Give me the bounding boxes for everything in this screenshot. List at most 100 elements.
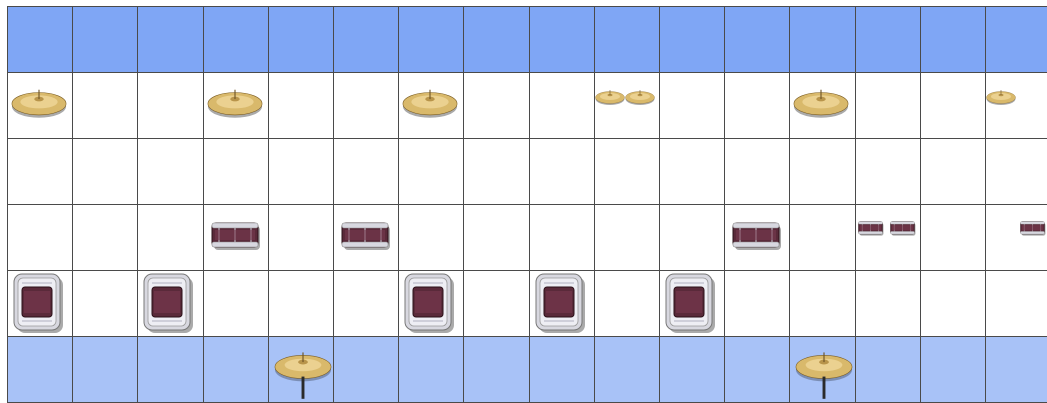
bass-drum-lane-step-12[interactable]	[724, 270, 790, 337]
crash-lane-step-2[interactable]	[72, 72, 138, 139]
snare-lane-step-1[interactable]	[7, 204, 73, 271]
cymbal-icon[interactable]	[402, 86, 458, 120]
crash-lane-step-3[interactable]	[137, 72, 203, 139]
crash-lane-step-9[interactable]	[529, 72, 595, 139]
empty-lane-step-9[interactable]	[529, 138, 595, 205]
empty-lane-step-16[interactable]	[985, 138, 1047, 205]
ride-cymbal-lane-step-15[interactable]	[920, 336, 986, 403]
empty-lane-step-14[interactable]	[855, 138, 921, 205]
ride-cymbal-lane-step-8[interactable]	[463, 336, 529, 403]
snare-lane-step-13[interactable]	[789, 204, 855, 271]
snare-drum-icon[interactable]	[341, 220, 391, 251]
snare-drum-icon[interactable]	[211, 220, 261, 251]
cymbal-icon[interactable]	[793, 86, 849, 120]
top-lane-step-15[interactable]	[920, 6, 986, 73]
bass-drum-icon[interactable]	[13, 273, 63, 333]
snare-drum-icon[interactable]	[1020, 220, 1046, 236]
ride-cymbal-lane-step-14[interactable]	[855, 336, 921, 403]
bass-drum-icon[interactable]	[143, 273, 193, 333]
bass-drum-lane-step-10[interactable]	[594, 270, 660, 337]
cymbal-icon[interactable]	[986, 88, 1016, 106]
empty-lane-step-1[interactable]	[7, 138, 73, 205]
bass-drum-lane-step-5[interactable]	[268, 270, 334, 337]
crash-lane-step-8[interactable]	[463, 72, 529, 139]
bass-drum-lane-step-8[interactable]	[463, 270, 529, 337]
empty-lane-step-12[interactable]	[724, 138, 790, 205]
top-lane-step-12[interactable]	[724, 6, 790, 73]
snare-drum-icon[interactable]	[890, 220, 916, 236]
top-lane-step-7[interactable]	[398, 6, 464, 73]
snare-lane-step-7[interactable]	[398, 204, 464, 271]
empty-lane-step-15[interactable]	[920, 138, 986, 205]
ride-cymbal-lane-step-4[interactable]	[203, 336, 269, 403]
crash-lane-step-12[interactable]	[724, 72, 790, 139]
cymbal-icon[interactable]	[11, 86, 67, 120]
cymbal-icon[interactable]	[625, 88, 655, 106]
empty-lane-step-2[interactable]	[72, 138, 138, 205]
ride-cymbal-lane-step-1[interactable]	[7, 336, 73, 403]
snare-lane-step-11[interactable]	[659, 204, 725, 271]
snare-lane-step-16[interactable]	[985, 204, 1047, 271]
empty-lane-step-4[interactable]	[203, 138, 269, 205]
empty-lane-step-7[interactable]	[398, 138, 464, 205]
ride-cymbal-icon[interactable]	[274, 350, 332, 399]
bass-drum-lane-step-2[interactable]	[72, 270, 138, 337]
cymbal-icon[interactable]	[595, 88, 625, 106]
top-lane-step-6[interactable]	[333, 6, 399, 73]
top-lane-step-5[interactable]	[268, 6, 334, 73]
crash-lane-step-14[interactable]	[855, 72, 921, 139]
ride-cymbal-lane-step-2[interactable]	[72, 336, 138, 403]
bass-drum-icon[interactable]	[665, 273, 715, 333]
bass-drum-lane-step-13[interactable]	[789, 270, 855, 337]
top-lane-step-14[interactable]	[855, 6, 921, 73]
snare-lane-step-8[interactable]	[463, 204, 529, 271]
empty-lane-step-5[interactable]	[268, 138, 334, 205]
empty-lane-step-3[interactable]	[137, 138, 203, 205]
ride-cymbal-lane-step-9[interactable]	[529, 336, 595, 403]
bass-drum-lane-step-6[interactable]	[333, 270, 399, 337]
snare-drum-icon[interactable]	[858, 220, 884, 236]
empty-lane-step-6[interactable]	[333, 138, 399, 205]
bass-drum-lane-step-15[interactable]	[920, 270, 986, 337]
top-lane-step-13[interactable]	[789, 6, 855, 73]
bass-drum-lane-step-14[interactable]	[855, 270, 921, 337]
top-lane-step-8[interactable]	[463, 6, 529, 73]
empty-lane-step-11[interactable]	[659, 138, 725, 205]
cymbal-icon[interactable]	[207, 86, 263, 120]
snare-lane-step-14[interactable]	[855, 204, 921, 271]
top-lane-step-11[interactable]	[659, 6, 725, 73]
bass-drum-icon[interactable]	[404, 273, 454, 333]
ride-cymbal-icon[interactable]	[795, 350, 853, 399]
empty-lane-step-10[interactable]	[594, 138, 660, 205]
top-lane-step-3[interactable]	[137, 6, 203, 73]
top-lane-step-4[interactable]	[203, 6, 269, 73]
snare-lane-step-9[interactable]	[529, 204, 595, 271]
empty-lane-step-13[interactable]	[789, 138, 855, 205]
ride-cymbal-lane-step-3[interactable]	[137, 336, 203, 403]
bass-drum-lane-step-16[interactable]	[985, 270, 1047, 337]
top-lane-step-1[interactable]	[7, 6, 73, 73]
top-lane-step-2[interactable]	[72, 6, 138, 73]
ride-cymbal-lane-step-10[interactable]	[594, 336, 660, 403]
snare-lane-step-10[interactable]	[594, 204, 660, 271]
ride-cymbal-lane-step-6[interactable]	[333, 336, 399, 403]
snare-drum-icon[interactable]	[732, 220, 782, 251]
ride-cymbal-lane-step-16[interactable]	[985, 336, 1047, 403]
crash-lane-step-11[interactable]	[659, 72, 725, 139]
ride-cymbal-lane-step-12[interactable]	[724, 336, 790, 403]
crash-lane-step-15[interactable]	[920, 72, 986, 139]
snare-lane-step-3[interactable]	[137, 204, 203, 271]
empty-lane-step-8[interactable]	[463, 138, 529, 205]
top-lane-step-10[interactable]	[594, 6, 660, 73]
crash-lane-step-5[interactable]	[268, 72, 334, 139]
top-lane-step-16[interactable]	[985, 6, 1047, 73]
snare-lane-step-15[interactable]	[920, 204, 986, 271]
crash-lane-step-6[interactable]	[333, 72, 399, 139]
top-lane-step-9[interactable]	[529, 6, 595, 73]
bass-drum-lane-step-4[interactable]	[203, 270, 269, 337]
ride-cymbal-lane-step-11[interactable]	[659, 336, 725, 403]
snare-lane-step-2[interactable]	[72, 204, 138, 271]
ride-cymbal-lane-step-7[interactable]	[398, 336, 464, 403]
snare-lane-step-5[interactable]	[268, 204, 334, 271]
bass-drum-icon[interactable]	[535, 273, 585, 333]
